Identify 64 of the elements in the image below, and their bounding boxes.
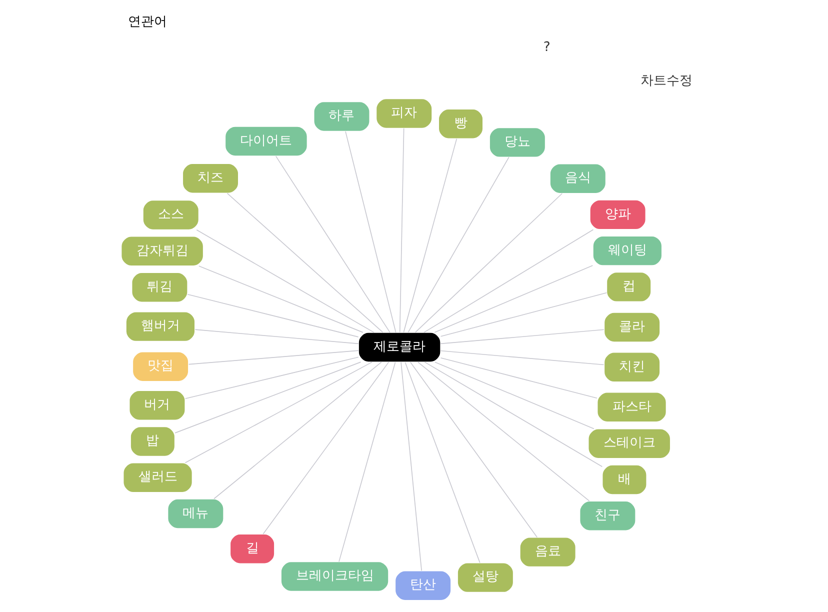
connector [274, 156, 390, 333]
connector [338, 362, 396, 562]
connector [407, 156, 509, 333]
label: ? [542, 40, 550, 55]
node-box: 스테이크 [587, 428, 670, 459]
node-box: 브레이크타임 [280, 561, 388, 592]
connector [400, 362, 422, 572]
diagram-title: 연관어 [128, 14, 167, 30]
node-box: 감자튀김 [120, 236, 204, 266]
node-box: 튀김 [130, 272, 188, 303]
node-box: 소스 [142, 200, 199, 230]
node-box: 빵 [438, 108, 483, 140]
node-box: 배 [601, 464, 647, 495]
connector [262, 362, 389, 534]
connector [440, 357, 597, 399]
node-box: 컵 [606, 272, 651, 302]
node-box: 설탕 [456, 562, 514, 593]
node-box: 길 [229, 534, 274, 564]
node-box: 치즈 [182, 163, 238, 194]
node-box: 웨이팅 [592, 236, 662, 266]
node-box: 하루 [312, 101, 370, 132]
node-box: 다이어트 [224, 126, 308, 156]
connector [424, 362, 602, 468]
connector [402, 138, 457, 333]
connector [198, 266, 363, 333]
node-box: 메뉴 [166, 498, 224, 529]
node-box: 음식 [549, 163, 606, 194]
connector [440, 329, 604, 344]
node-box: 샐러드 [122, 462, 192, 493]
connector [186, 294, 358, 338]
node-box: 맛집 [132, 351, 188, 382]
connector [398, 128, 404, 333]
connector [404, 362, 480, 564]
connector [196, 229, 374, 333]
connector [440, 350, 604, 366]
connector [423, 229, 594, 333]
node-box: 탄산 [394, 570, 451, 601]
connector [414, 193, 562, 333]
node-box: 피자 [375, 98, 432, 129]
node-box: 밥 [130, 426, 175, 457]
connector [174, 362, 361, 434]
node-box: 치킨 [603, 352, 660, 382]
node-box: 친구 [578, 500, 636, 532]
connector [440, 292, 607, 337]
node-box: 버거 [128, 390, 186, 421]
connector [226, 192, 383, 333]
node-box: 콜라 [603, 312, 660, 342]
connector [194, 329, 358, 344]
connector [188, 350, 358, 365]
connector [344, 131, 396, 333]
connector [434, 362, 594, 430]
node-box: 음료 [519, 536, 576, 568]
node-box: 제로콜라 [358, 332, 440, 362]
node-box: 햄버거 [125, 311, 195, 342]
connector [410, 362, 537, 538]
connector [213, 362, 382, 500]
connector [184, 356, 358, 400]
node-box: 당뇨 [488, 127, 546, 158]
node-box: 파스타 [596, 392, 666, 422]
label: 차트수정 [640, 74, 692, 88]
connector [434, 265, 593, 333]
connector [184, 362, 372, 464]
connector [417, 362, 590, 502]
node-box: 양파 [589, 200, 646, 230]
